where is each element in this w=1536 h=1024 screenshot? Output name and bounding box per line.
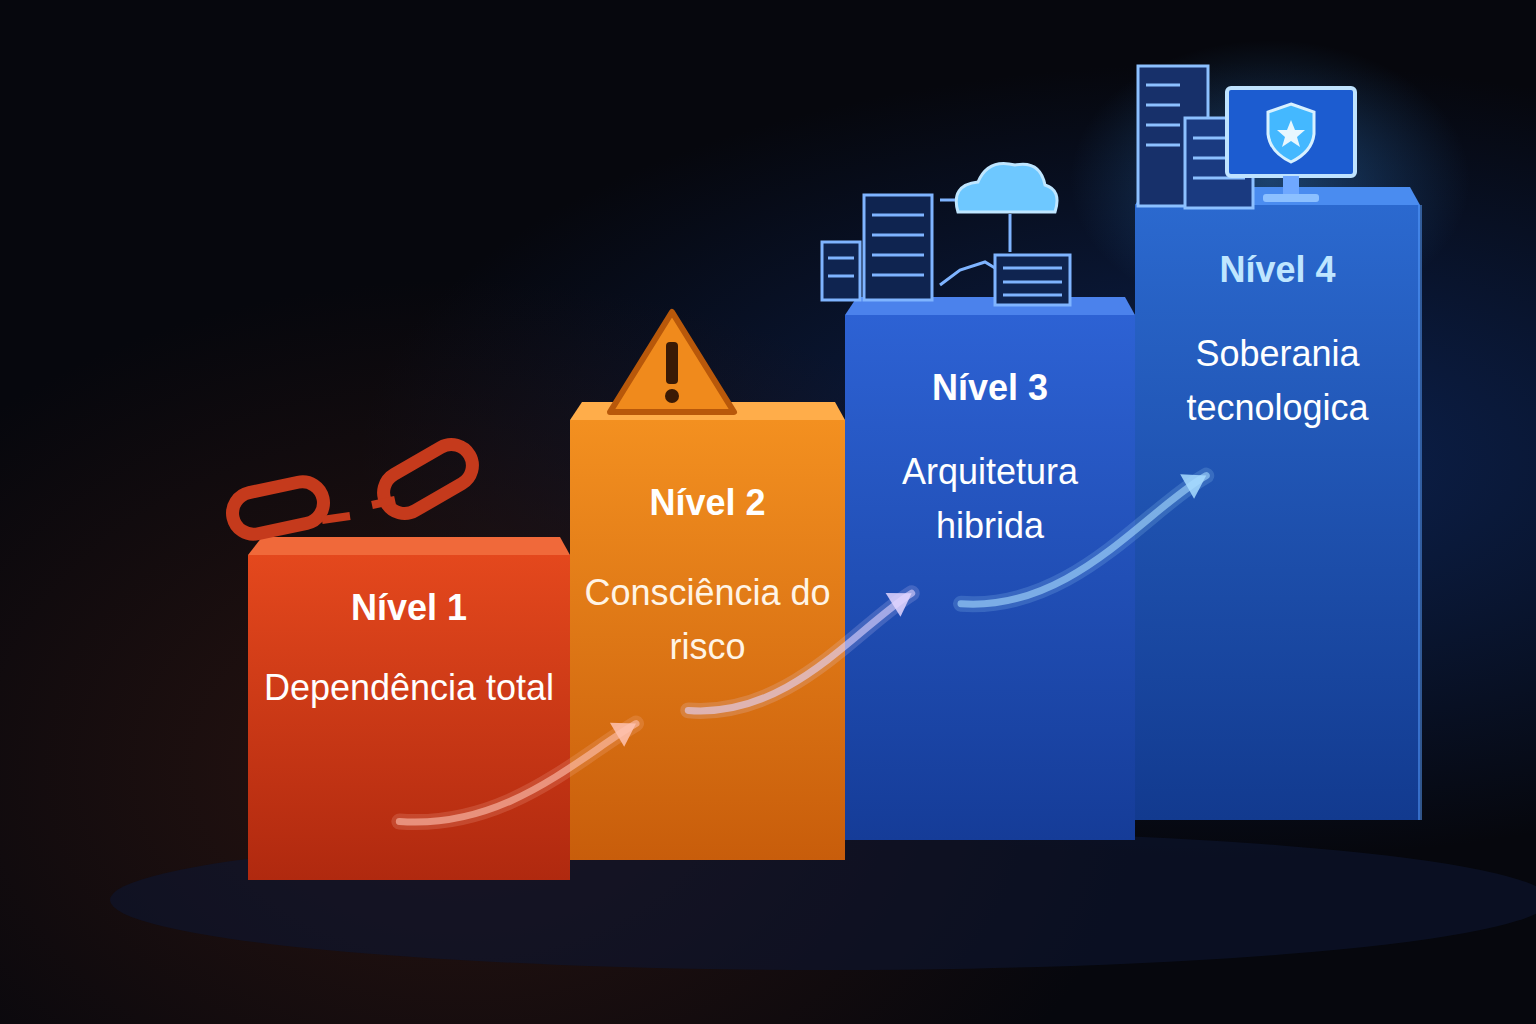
progress-arrow bbox=[688, 593, 911, 711]
level-name: Consciência do risco bbox=[570, 566, 845, 674]
level-name: Soberania tecnologica bbox=[1135, 327, 1420, 435]
arrow-head bbox=[886, 593, 912, 617]
arrow-line bbox=[961, 476, 1206, 605]
block-face bbox=[845, 315, 1135, 840]
level-number: Nível 3 bbox=[845, 363, 1135, 413]
level-block: Nível 3 Arquitetura hibrida bbox=[845, 315, 1135, 840]
arrow-head bbox=[610, 723, 636, 747]
level-block: Nível 2 Consciência do risco bbox=[570, 420, 845, 860]
server-icons bbox=[822, 163, 1070, 305]
block-face bbox=[570, 420, 845, 860]
level-block: Nível 1 Dependência total bbox=[248, 555, 570, 880]
arrow-line bbox=[688, 593, 911, 711]
block-face bbox=[248, 555, 570, 880]
arrow-glow bbox=[688, 593, 911, 711]
level-number: Nível 4 bbox=[1135, 245, 1420, 295]
arrow-glow bbox=[961, 476, 1206, 605]
block-top bbox=[248, 537, 570, 555]
secure-servers bbox=[1138, 66, 1355, 208]
block-edge bbox=[1418, 205, 1422, 820]
level-block: Nível 4 Soberania tecnologica bbox=[1135, 205, 1420, 820]
level-name: Dependência total bbox=[248, 661, 570, 715]
broken-chain bbox=[229, 437, 480, 538]
arrow-head bbox=[1180, 474, 1206, 498]
progress-arrow bbox=[961, 474, 1206, 604]
level-name: Arquitetura hibrida bbox=[845, 445, 1135, 553]
arrow-line bbox=[399, 724, 636, 823]
level-number: Nível 1 bbox=[248, 583, 570, 633]
level-number: Nível 2 bbox=[570, 478, 845, 528]
arrow-glow bbox=[399, 724, 636, 823]
block-face bbox=[1135, 205, 1420, 820]
warning-icon bbox=[610, 312, 734, 412]
progress-arrow bbox=[399, 723, 636, 822]
